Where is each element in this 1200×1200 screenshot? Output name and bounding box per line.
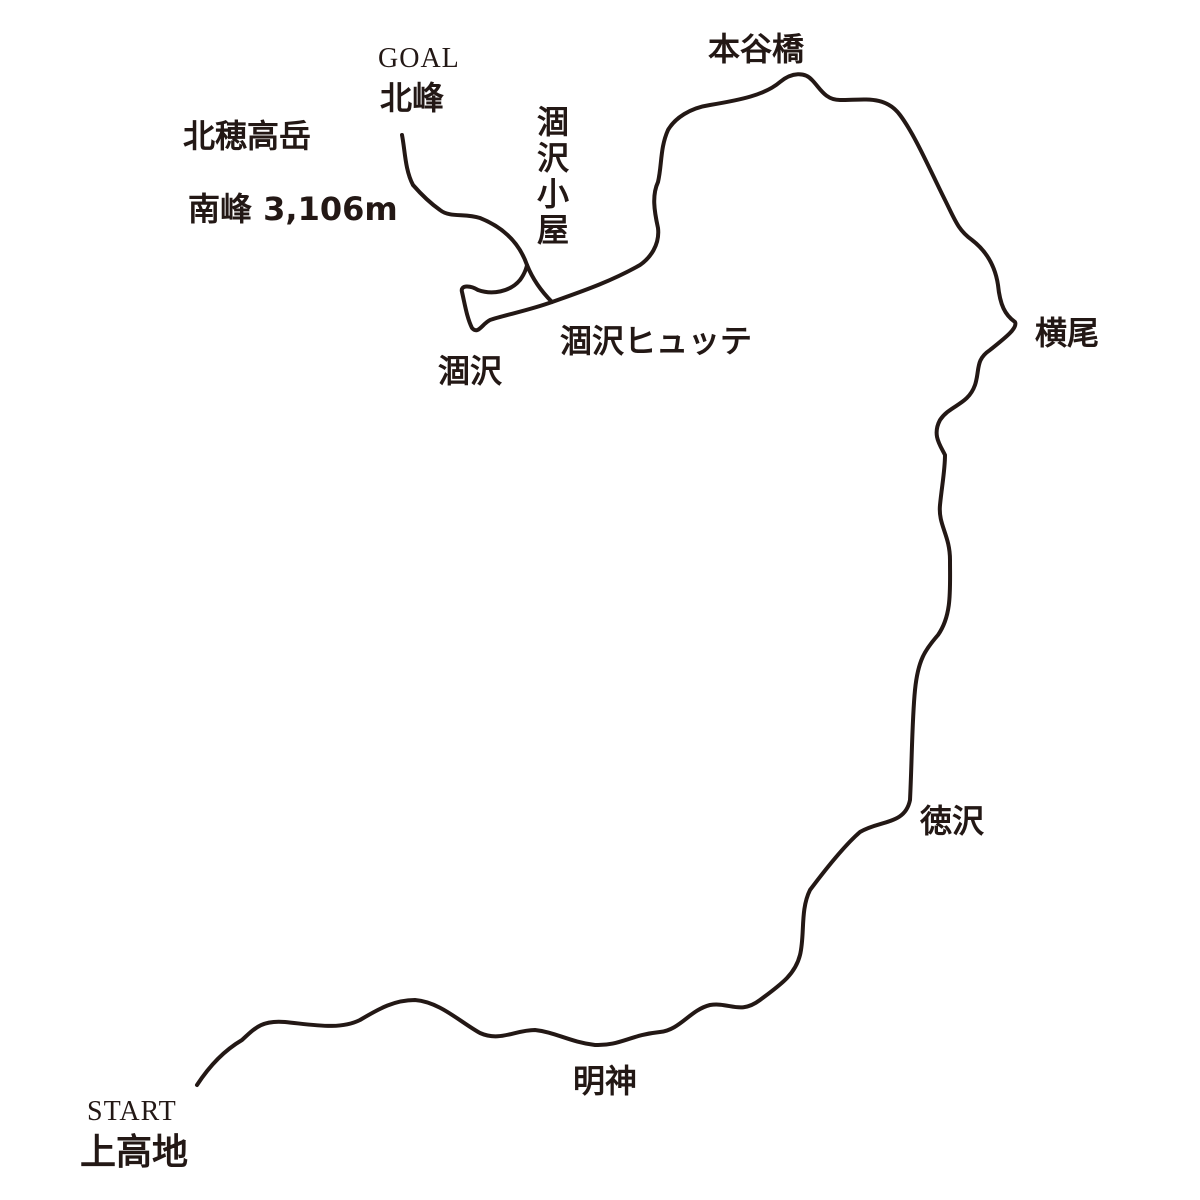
main-route (195, 72, 1018, 1087)
karasawa-goya-branch (525, 263, 554, 304)
place-karasawa: 涸沢 (438, 352, 503, 390)
place-tokusawa: 徳沢 (920, 802, 985, 840)
place-karasawa-hutte: 涸沢ヒュッテ (560, 322, 753, 360)
place-yokoo: 横尾 (1035, 314, 1100, 352)
start-tag: START (87, 1096, 177, 1127)
place-hondanibashi: 本谷橋 (708, 30, 805, 68)
place-minamimine: 南峰 3,106m (188, 190, 398, 228)
goal-tag: GOAL (378, 43, 460, 74)
start-place-label: 上高地 (80, 1132, 189, 1173)
place-myojin: 明神 (573, 1062, 638, 1100)
place-kitahotaka: 北穂高岳 (183, 117, 312, 155)
goal-place-label: 北峰 (380, 79, 445, 117)
place-karasawa-goya: 涸沢小屋 (532, 105, 570, 249)
